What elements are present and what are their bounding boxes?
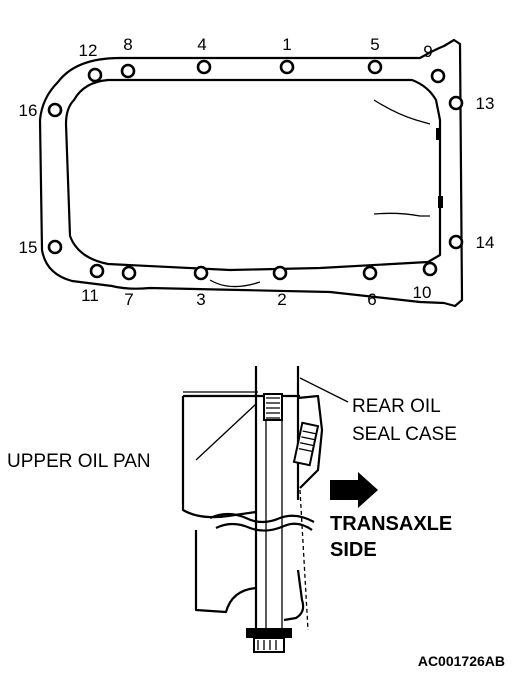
bolt-5: 5 — [367, 35, 383, 75]
bolt-label-9: 9 — [423, 42, 432, 61]
transaxle-side-label-line1: TRANSAXLE — [330, 513, 452, 535]
bolt-4: 4 — [196, 35, 212, 75]
seal-case-bolt — [292, 421, 320, 467]
flange-outer-edge — [38, 38, 464, 308]
bolt-label-1: 1 — [282, 35, 291, 54]
bolt-label-2: 2 — [277, 290, 286, 309]
oil-pan-flange — [38, 38, 464, 308]
leader-upper-oil-pan — [195, 403, 257, 461]
bolt-label-4: 4 — [197, 35, 206, 54]
bolt-9: 9 — [423, 42, 446, 84]
leader-rear-oil-seal-case — [299, 377, 349, 403]
bolt-label-13: 13 — [476, 94, 495, 113]
bolt-1: 1 — [279, 35, 295, 75]
stud-mark-lower — [438, 196, 443, 208]
bolt-head-bottom — [246, 628, 292, 653]
bolt-3: 3 — [193, 265, 209, 309]
bolt-12: 12 — [79, 41, 103, 83]
seal-case-dash — [299, 489, 309, 631]
bolt-label-3: 3 — [196, 290, 205, 309]
bolt-label-14: 14 — [476, 233, 495, 252]
bolt-13: 13 — [448, 94, 495, 113]
inner-rib-upper — [373, 99, 431, 125]
flange-bottom-bump — [209, 279, 261, 288]
transaxle-arrow-icon — [330, 472, 378, 508]
upper-oil-pan-body — [181, 396, 257, 519]
bolt-label-7: 7 — [124, 290, 133, 309]
figure-code: AC001726AB — [418, 653, 505, 669]
bolt-label-16: 16 — [19, 101, 38, 120]
break-line — [209, 512, 315, 524]
bolt-label-6: 6 — [367, 290, 376, 309]
bolt-8: 8 — [120, 35, 136, 79]
cross-section-view — [181, 366, 324, 653]
bolt-label-10: 10 — [413, 283, 432, 302]
bolt-2: 2 — [272, 265, 288, 309]
bolt-label-15: 15 — [19, 238, 38, 257]
inner-rib-lower — [373, 212, 430, 217]
bolt-label-12: 12 — [79, 41, 98, 60]
bolt-label-11: 11 — [81, 286, 99, 305]
bolt-15: 15 — [19, 238, 63, 257]
bolt-11: 11 — [81, 263, 105, 305]
rear-oil-seal-case-label-line2: SEAL CASE — [352, 424, 457, 445]
rear-oil-seal-case-label-line1: REAR OIL — [352, 396, 441, 417]
bolt-7: 7 — [121, 265, 137, 309]
bolt-14: 14 — [448, 233, 495, 252]
break-line-2 — [215, 522, 313, 532]
upper-oil-pan-lower — [194, 530, 257, 614]
rear-oil-seal-case — [297, 394, 324, 489]
bolt-6: 6 — [362, 265, 378, 309]
transaxle-side-label-line2: SIDE — [330, 539, 377, 561]
bolt-10: 10 — [413, 261, 438, 302]
bolt-label-8: 8 — [123, 35, 132, 54]
upper-oil-pan-label: UPPER OIL PAN — [7, 451, 151, 472]
bolt-16: 16 — [19, 101, 63, 120]
bolt-label-5: 5 — [370, 35, 379, 54]
bolt-head-top — [263, 393, 283, 421]
stud-mark-upper — [436, 128, 441, 140]
flange-inner-edge — [64, 78, 442, 272]
lower-flange-detail — [283, 569, 305, 622]
